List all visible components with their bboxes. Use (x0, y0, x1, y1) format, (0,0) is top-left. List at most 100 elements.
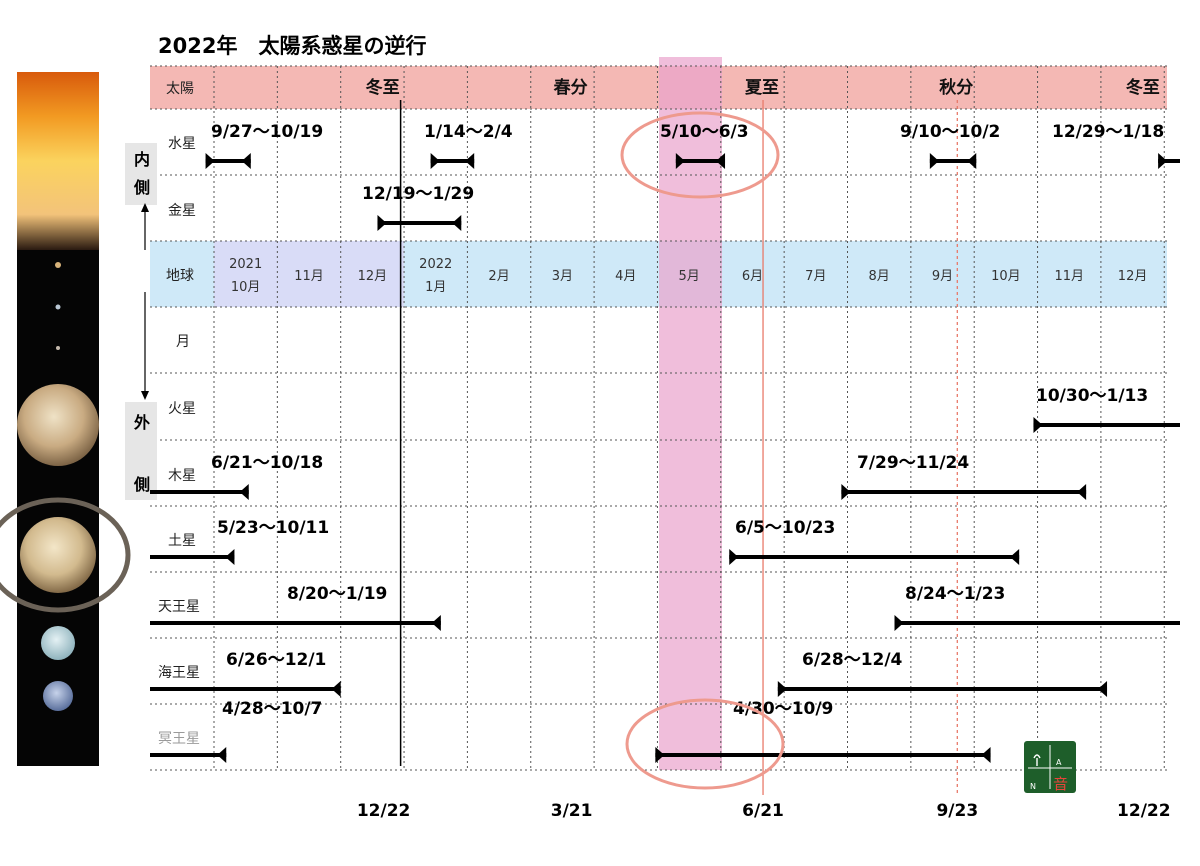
bar-start-marker (929, 153, 939, 169)
side-labels: 内 側 外 側 (125, 143, 157, 500)
neptune-image (43, 681, 73, 711)
sprout-icon (1033, 754, 1041, 766)
row-label-saturn: 土星 (168, 533, 196, 549)
row-label-sun: 太陽 (166, 81, 194, 97)
sun-band (150, 66, 1167, 109)
sun-image (17, 72, 99, 250)
month-label: 2022 (419, 257, 452, 272)
logo-letter-n: N (1030, 782, 1036, 791)
retrograde-label: 6/21〜10/18 (211, 453, 323, 473)
month-label: 11月 (294, 269, 324, 284)
bar-start-marker (777, 681, 787, 697)
month-label: 6月 (742, 269, 763, 284)
bar-end-marker (241, 153, 251, 169)
month-label: 8月 (869, 269, 890, 284)
month-label: 4月 (615, 269, 636, 284)
earth-band-2021 (214, 241, 404, 307)
bar-end-marker (239, 484, 249, 500)
bar-end-marker (465, 153, 475, 169)
season-label: 春分 (554, 77, 588, 98)
bar-end-marker (331, 681, 341, 697)
bar-end-marker (1098, 681, 1108, 697)
retrograde-label: 10/30〜1/13 (1036, 386, 1148, 406)
outer-label-1: 外 (133, 413, 150, 432)
month-label: 9月 (932, 269, 953, 284)
outer-arrow-head (141, 391, 149, 400)
retrograde-label: 4/30〜10/9 (733, 699, 833, 719)
row-label-mercury: 水星 (168, 136, 196, 152)
earth-image (56, 346, 60, 350)
bar-start-marker (894, 615, 904, 631)
season-label: 冬至 (366, 77, 400, 98)
grid (150, 65, 1167, 771)
retrograde-label: 5/10〜6/3 (660, 122, 749, 142)
row-label-earth: 地球 (166, 268, 194, 284)
bar-end-marker (1010, 549, 1020, 565)
row-label-venus: 金星 (168, 203, 196, 219)
retrograde-label: 12/19〜1/29 (362, 184, 474, 204)
row-label-uranus: 天王星 (158, 599, 200, 615)
retrograde-label: 6/26〜12/1 (226, 650, 326, 670)
row-label-mars: 火星 (168, 401, 196, 417)
bar-start-marker (430, 153, 440, 169)
retrograde-label: 9/27〜10/19 (211, 122, 323, 142)
retrograde-label: 8/24〜1/23 (905, 584, 1005, 604)
bar-end-marker (1077, 484, 1087, 500)
bottom-date-label: 9/23 (936, 801, 978, 821)
retrograde-label: 4/28〜10/7 (222, 699, 322, 719)
row-label-moon: 月 (176, 334, 190, 350)
bar-start-marker (729, 549, 739, 565)
bar-end-marker (217, 747, 227, 763)
bar-start-marker (377, 215, 387, 231)
logo: A N 音 (1024, 741, 1076, 793)
season-label: 秋分 (939, 77, 973, 98)
bar-end-marker (967, 153, 977, 169)
bar-start-marker (1033, 417, 1043, 433)
row-label-neptune: 海王星 (158, 665, 200, 681)
jupiter-image (17, 384, 99, 466)
outer-label-bg (125, 402, 157, 500)
retrograde-label: 1/14〜2/4 (424, 122, 513, 142)
bar-end-marker (431, 615, 441, 631)
chart-title: 2022年 太陽系惑星の逆行 (158, 34, 426, 58)
bar-end-marker (716, 153, 726, 169)
inner-label-bg (125, 143, 157, 205)
month-label: 5月 (678, 269, 699, 284)
outer-label-2: 側 (133, 475, 150, 494)
bottom-date-label: 3/21 (551, 801, 593, 821)
row-labels: 太陽 水星 金星 地球 月 火星 木星 土星 天王星 海王星 冥王星 (158, 81, 200, 747)
bottom-date-label: 6/21 (742, 801, 784, 821)
month-label: 12月 (1118, 269, 1148, 284)
retrograde-label: 6/28〜12/4 (802, 650, 903, 670)
retrograde-label: 5/23〜10/11 (217, 518, 329, 538)
bar-end-marker (452, 215, 462, 231)
venus-image (55, 304, 61, 310)
month-label: 11月 (1054, 269, 1084, 284)
month-label: 3月 (552, 269, 573, 284)
highlight-circle-pluto (625, 698, 785, 790)
saturn-image (20, 517, 96, 593)
month-label: 7月 (805, 269, 826, 284)
row-label-jupiter: 木星 (168, 468, 196, 484)
retrograde-label: 9/10〜10/2 (900, 122, 1000, 142)
bottom-date-label: 12/22 (1117, 801, 1171, 821)
month-label: 2021 (229, 257, 262, 272)
inner-arrow-head (141, 203, 149, 212)
logo-letter-a: A (1056, 758, 1062, 767)
bar-start-marker (841, 484, 851, 500)
bar-end-marker (981, 747, 991, 763)
month-label: 10月 (991, 269, 1021, 284)
inner-label-1: 内 (134, 150, 150, 169)
bar-start-marker (205, 153, 215, 169)
retrograde-label: 8/20〜1/19 (287, 584, 387, 604)
inner-label-2: 側 (133, 178, 150, 197)
bar-end-marker (225, 549, 235, 565)
highlight-circle-mercury (620, 111, 780, 199)
may-highlight (659, 57, 722, 770)
mercury-image (55, 262, 61, 268)
bar-start-marker (1158, 153, 1168, 169)
